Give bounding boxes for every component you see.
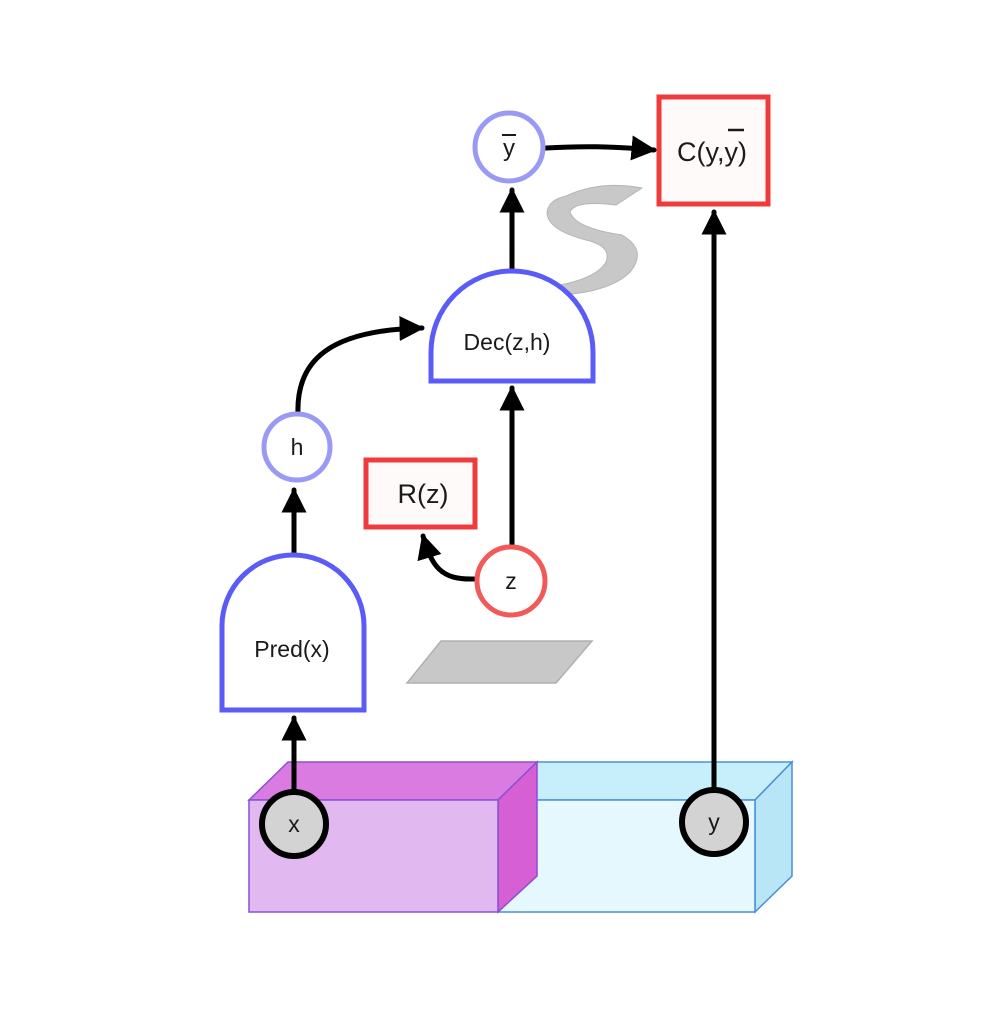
decoder-manifold-ribbon [534,184,644,296]
z-node-label: z [505,568,517,594]
edge-ybar-to-cost [543,135,657,161]
dec-module: Dec(z,h) [428,268,596,384]
y-node: y [679,787,749,857]
z-node: z [474,544,548,618]
ybar-node-label: y [503,135,515,162]
pred-module-label: Pred(x) [254,636,329,662]
cost-label: C(y,y) [677,137,747,167]
pred-module: Pred(x) [219,552,367,713]
ybar-node: y [472,110,546,184]
cost-box: C(y,y) [656,94,771,207]
h-node-label: h [291,434,304,460]
edge-h-to-dec [295,315,425,417]
x-node: x [259,789,329,859]
dec-module-label: Dec(z,h) [464,329,551,355]
latent-space-plane [405,640,594,684]
y-data-block [496,760,794,914]
regularizer-cost-box: R(z) [363,457,478,530]
x-node-label: x [288,811,300,837]
h-node: h [261,411,333,483]
edge-z-to-regularizer [417,533,477,582]
y-node-label: y [708,809,720,835]
regularizer-label: R(z) [398,479,449,509]
